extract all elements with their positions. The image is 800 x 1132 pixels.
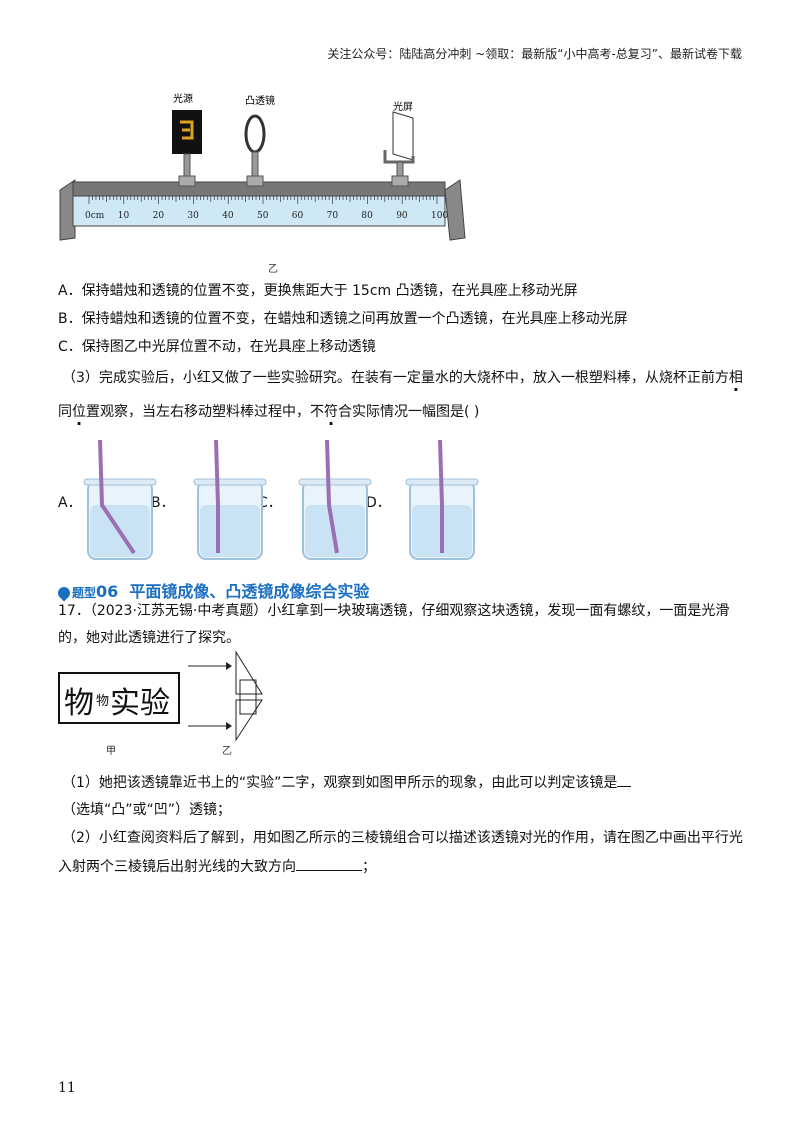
plastic-rod [98,439,136,555]
option-c: C．保持图乙中光屏位置不动，在光具座上移动透镜 [58,339,376,355]
q17-sub1-line2: （选填“凸”或“凹”）透镜； [62,802,232,818]
plastic-rod [438,439,444,553]
figure-yi-prisms [188,650,263,742]
topic-badge-icon [55,584,73,601]
ruler-tick-label: 30 [187,211,199,221]
beaker [193,439,267,560]
beaker-label-b: B． [151,495,175,511]
ruler-tick-label: 60 [292,211,304,221]
ruler [72,195,446,227]
option-b: B．保持蜡烛和透镜的位置不变，在蜡烛和透镜之间再放置一个凸透镜，在光具座上移动光… [58,311,628,327]
q17-sub2-line1: （2）小红查阅资料后了解到，用如图乙所示的三棱镜组合可以描述该透镜对光的作用，请… [62,830,743,846]
convex-lens [244,114,266,154]
answer-blank-1[interactable] [617,772,632,787]
figure-jia-box: 物 物 实验 [58,672,180,724]
answer-blank-2[interactable] [296,856,362,871]
figure-yi-caption: 乙 [222,746,232,757]
figure-jia-caption: 甲 [106,746,116,757]
emphasis-dot: 不符合 [310,402,352,422]
light-source [172,110,202,154]
plastic-rod [214,439,220,553]
emphasis-dot: 同位置 [58,402,100,422]
topic-title: 题型06 平面镜成像、凸透镜成像综合实验 [55,578,369,602]
beaker-label-c: C． [258,495,282,511]
beaker-label-a: A． [58,495,82,511]
q3-line1: （3）完成实验后，小红又做了一些实验研究。在装有一定量水的大烧杯中，放入一根塑料… [62,368,743,388]
beakers-figure [83,439,479,560]
ruler-tick-label: 100 [431,211,448,221]
page-number: 11 [58,1080,76,1096]
option-a: A．保持蜡烛和透镜的位置不变，更换焦距大于 15cm 凸透镜，在光具座上移动光屏 [58,283,578,299]
label-light-source: 光源 [173,92,193,105]
plastic-rod [325,439,339,554]
ruler-tick-label: 80 [361,211,373,221]
q17-line1: 17．（2023·江苏无锡·中考真题）小红拿到一块玻璃透镜，仔细观察这块透镜，发… [58,603,730,619]
light-screen [392,111,414,161]
prism-top [235,650,263,695]
emphasis-dot: 相 [729,368,743,388]
label-light-screen: 光屏 [393,100,413,113]
ruler-tick-label: 0cm [85,211,105,221]
beaker-label-d: D． [366,495,391,511]
ruler-tick-label: 40 [222,211,234,221]
q17-sub1-line1: （1）她把该透镜靠近书上的“实验”二字，观察到如图甲所示的现象，由此可以判定该镜… [62,772,632,793]
bench-caption: 乙 [268,264,278,275]
label-convex-lens: 凸透镜 [245,94,275,107]
beaker [298,439,372,560]
ruler-tick-label: 20 [153,211,165,221]
prism-bottom [235,699,263,742]
ruler-tick-label: 70 [327,211,339,221]
q17-sub2-line2: 入射两个三棱镜后出射光线的大致方向； [58,856,376,877]
ruler-tick-label: 10 [118,211,130,221]
ruler-tick-label: 50 [257,211,269,221]
beaker [405,439,479,560]
optical-bench-figure: 光源 凸透镜 光屏 0cm 10 20 30 40 50 60 70 80 90 100 [59,92,466,241]
q3-line2: 同位置观察，当左右移动塑料棒过程中，不符合实际情况一幅图是( ) [58,402,479,422]
beaker [83,439,157,560]
q17-line2: 的，她对此透镜进行了探究。 [58,630,240,646]
page-header: 关注公众号：陆陆高分冲刺 ~领取：最新版“小中高考-总复习”、最新试卷下载 [327,47,742,61]
ruler-tick-label: 90 [396,211,408,221]
